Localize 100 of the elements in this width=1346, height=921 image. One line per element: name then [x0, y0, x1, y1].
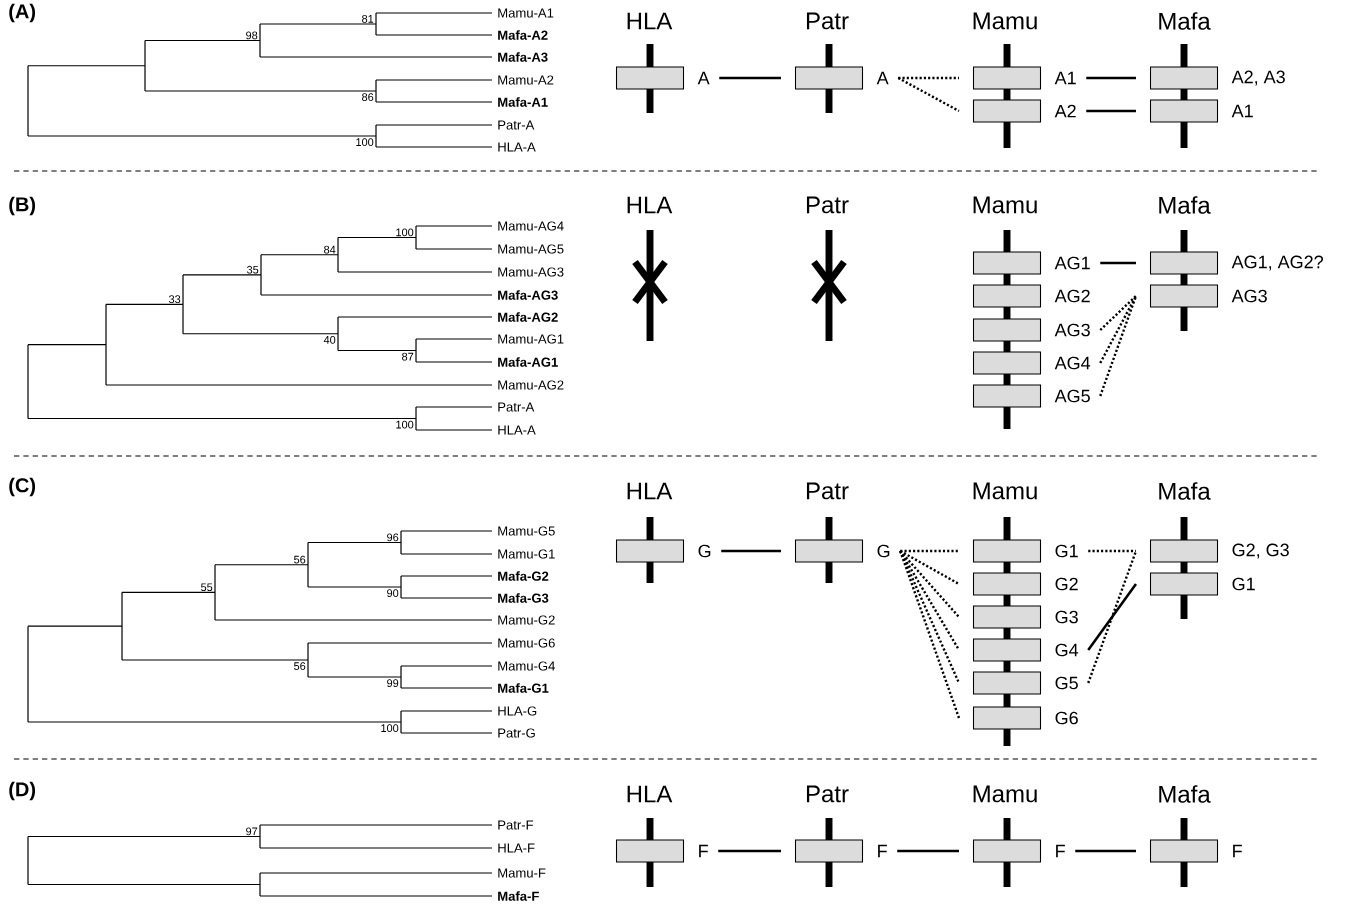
leaf-label: HLA-A	[498, 142, 536, 152]
leaf-label: Mafa-A2	[498, 30, 548, 40]
gene-box: A2	[972, 99, 1076, 123]
leaf-label: Mamu-G4	[498, 661, 555, 671]
connector-line	[1086, 76, 1136, 80]
gene-box: AG5	[972, 384, 1090, 408]
bootstrap-value: 33	[169, 295, 181, 304]
gene-box: AG4	[972, 351, 1091, 375]
node-label: AG4	[1054, 356, 1091, 370]
bootstrap-value: 35	[247, 265, 259, 274]
node-label: G1	[1232, 577, 1255, 591]
connector-line	[1087, 550, 1138, 684]
bootstrap-value: 56	[294, 555, 306, 564]
gene-box: AG3	[972, 318, 1090, 342]
bootstrap-value: 86	[362, 93, 374, 101]
species-label: Patr	[806, 196, 849, 214]
node-label: F	[878, 844, 887, 858]
gene-box: AG3	[1149, 284, 1267, 308]
leaf-label: Mamu-AG4	[498, 221, 564, 231]
gene-box: AG1, AG2?	[1149, 251, 1323, 275]
gene-box: F	[1149, 839, 1242, 863]
species-label: Mafa	[1159, 482, 1211, 500]
gene-box: F	[615, 839, 708, 863]
leaf-label: Mamu-G2	[498, 615, 555, 625]
connector-line	[1088, 549, 1136, 553]
connector-line	[1099, 295, 1137, 331]
node-label: AG2	[1054, 289, 1090, 303]
panel-letter: (B)	[9, 196, 36, 216]
node-label: F	[1056, 844, 1065, 858]
node-label: A2	[1054, 104, 1076, 118]
gene-box: AG1	[972, 251, 1090, 275]
connector-line	[899, 549, 960, 586]
node-label: G	[877, 544, 890, 558]
species-label: HLA	[627, 12, 673, 30]
species-label: Mamu	[973, 12, 1037, 30]
node-label: G2	[1055, 577, 1078, 591]
leaf-label: Mamu-AG2	[498, 380, 564, 390]
leaf-label: Mamu-AG1	[498, 334, 564, 344]
species-label: Patr	[806, 482, 849, 500]
leaf-label: Mafa-AG3	[498, 290, 558, 300]
connector-line	[1086, 109, 1136, 113]
species-label: Mamu	[973, 196, 1037, 214]
gene-box: A1	[972, 66, 1076, 90]
node-label: A	[697, 71, 710, 85]
species-label: Patr	[806, 12, 849, 30]
connector-line	[897, 849, 959, 853]
node-label: G3	[1055, 610, 1078, 624]
node-label: AG3	[1231, 289, 1267, 303]
leaf-label: Mafa-F	[498, 891, 539, 901]
node-label: A1	[1231, 104, 1253, 118]
node-label: G6	[1055, 711, 1078, 725]
leaf-label: Mafa-AG1	[498, 357, 558, 367]
leaf-label: Mafa-G3	[498, 593, 549, 603]
node-label: G	[698, 544, 711, 558]
gene-box: F	[794, 839, 887, 863]
leaf-label: Mamu-G1	[498, 549, 555, 559]
bootstrap-value: 100	[356, 138, 374, 146]
species-label: Mamu	[973, 482, 1037, 500]
node-label: A1	[1054, 71, 1076, 85]
leaf-label: Mamu-A1	[498, 8, 554, 18]
connector-line	[1100, 261, 1136, 265]
bootstrap-value: 100	[381, 724, 399, 732]
gene-box: G5	[972, 671, 1078, 695]
leaf-label: HLA-G	[498, 706, 537, 716]
species-label: Mafa	[1159, 785, 1211, 803]
gene-box: G4	[972, 638, 1079, 662]
gene-box: G1	[1149, 572, 1255, 596]
gene-box: G3	[972, 605, 1078, 629]
node-label: AG3	[1054, 323, 1090, 337]
node-label: A2, A3	[1231, 70, 1285, 86]
bootstrap-value: 97	[246, 827, 258, 836]
gene-box: G1	[972, 539, 1078, 563]
gene-box: A2, A3	[1149, 66, 1285, 90]
gene-box: G6	[972, 706, 1078, 730]
bootstrap-value: 56	[294, 662, 306, 670]
connector-line	[1087, 583, 1137, 651]
leaf-label: Mamu-G5	[498, 526, 555, 536]
gene-box: G	[794, 539, 890, 563]
leaf-label: Mamu-AG5	[498, 244, 564, 254]
panel-letter: (A)	[9, 3, 36, 23]
species-label: Mamu	[973, 785, 1037, 803]
connector-line	[1099, 295, 1138, 397]
node-label: G1	[1055, 544, 1078, 558]
gene-box: A	[615, 66, 710, 90]
bootstrap-value: 40	[323, 336, 336, 344]
connector-line	[897, 76, 960, 113]
node-label: F	[1233, 844, 1242, 858]
gene-box: AG2	[972, 284, 1090, 308]
panel-letter: (C)	[9, 477, 36, 497]
leaf-label: HLA-A	[498, 425, 536, 435]
species-label: Mafa	[1159, 196, 1211, 214]
bootstrap-value: 87	[402, 352, 414, 361]
node-label: G5	[1055, 676, 1078, 690]
leaf-label: Mafa-AG2	[498, 312, 558, 322]
panel-letter: (D)	[9, 781, 36, 801]
leaf-label: Patr-A	[498, 120, 535, 130]
leaf-label: Patr-G	[498, 728, 535, 738]
bootstrap-value: 81	[362, 15, 374, 23]
gene-box: F	[972, 839, 1065, 863]
leaf-label: Mamu-A2	[498, 75, 554, 85]
